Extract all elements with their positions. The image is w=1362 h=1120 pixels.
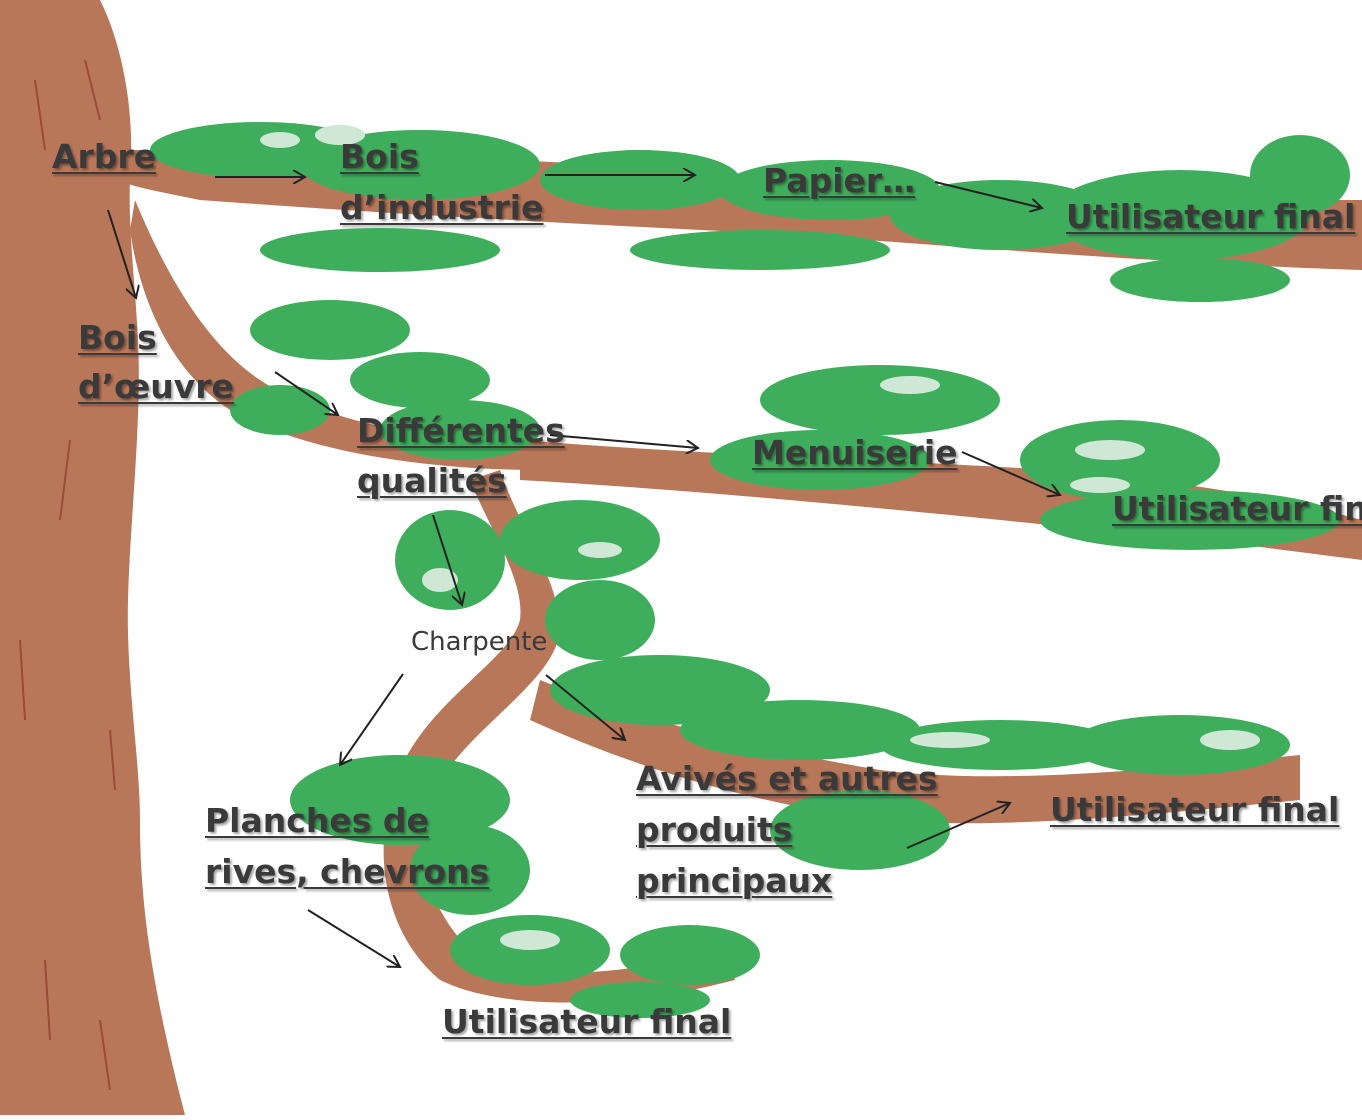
label-charpente: Charpente [411,627,547,657]
label-papier: Papier… [763,156,915,206]
label-planches-line1: Planches de [205,796,429,846]
label-avives-line3: principaux [636,856,832,906]
label-bois-industrie-line2: d’industrie [340,183,543,233]
label-bois-oeuvre-line2: d’œuvre [78,362,234,412]
label-utilisateur-final-4: Utilisateur final [442,997,731,1047]
label-avives-line2: produits [636,805,792,855]
label-bois-industrie-line1: Bois [340,132,419,182]
arrow-planches-to-utilisateur [308,910,400,967]
label-menuiserie: Menuiserie [752,428,958,478]
label-bois-oeuvre-line1: Bois [78,313,157,363]
label-differentes-line1: Différentes [357,406,565,456]
label-utilisateur-final-1: Utilisateur final [1066,192,1355,242]
label-planches-line2: rives, chevrons [205,847,489,897]
label-utilisateur-final-3: Utilisateur final [1050,785,1339,835]
label-differentes-line2: qualités [357,456,507,506]
label-utilisateur-final-2: Utilisateur final [1112,484,1362,534]
label-avives-line1: Avivés et autres [636,754,938,804]
arrow-charpente-to-planches [340,674,403,765]
label-arbre: Arbre [52,132,156,182]
